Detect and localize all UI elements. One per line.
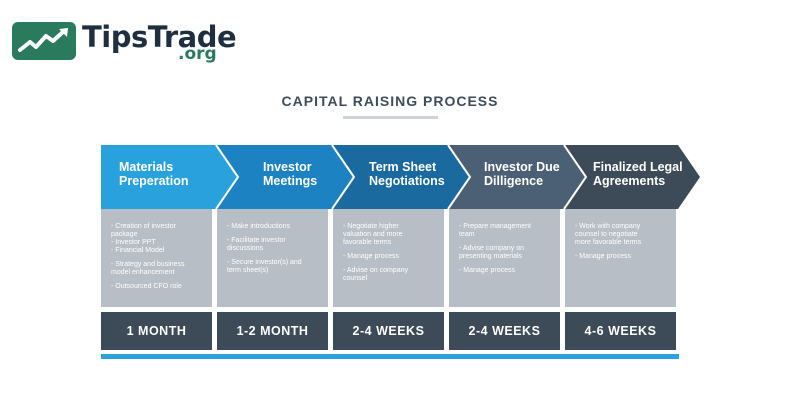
detail-item: - Manage process: [459, 267, 516, 274]
stage-arrow-separator: [331, 144, 356, 210]
stage-arrow-3: [332, 145, 470, 209]
stage-duration: 2-4 WEEKS: [333, 312, 444, 350]
stage-title: Finalized Legal Agreements: [593, 160, 683, 188]
timeline-baseline: [101, 354, 679, 359]
stage-duration: 4-6 WEEKS: [565, 312, 676, 350]
detail-item: - Secure investor(s) and term sheet(s): [227, 259, 302, 274]
detail-item: - Outsourced CFO role: [111, 283, 182, 290]
chart-trend-icon: [12, 22, 76, 60]
logo-name: TipsTrade: [82, 20, 237, 54]
stage-arrow-separator: [563, 144, 588, 210]
stage-details: - Make introductions - Facilitate invest…: [217, 209, 328, 307]
stage-title: Investor Meetings: [263, 160, 318, 188]
title-underline: [343, 116, 438, 119]
stage-details: - Work with company counsel to negotiate…: [565, 209, 676, 307]
stage-details: - Negotiate higher valuation and more fa…: [333, 209, 444, 307]
detail-item: - Strategy and business model enhancemen…: [111, 261, 185, 276]
detail-item: - Work with company counsel to negotiate…: [575, 223, 642, 246]
stage-details: - Prepare management team - Advise compa…: [449, 209, 560, 307]
stage-arrow-separator: [215, 144, 240, 210]
detail-item: - Prepare management team: [459, 223, 531, 238]
page-title: CAPITAL RAISING PROCESS: [281, 93, 499, 109]
stage-duration: 1 MONTH: [101, 312, 212, 350]
detail-item: - Advise on company counsel: [343, 267, 408, 282]
stage-title: Materials Preperation: [119, 160, 189, 188]
detail-item: - Make introductions: [227, 223, 291, 230]
stage-details: - Creation of investor package - Investo…: [101, 209, 212, 307]
stage-arrow-separator: [447, 144, 472, 210]
stage-title: Investor Due Dilligence: [484, 160, 560, 188]
stage-duration: 1-2 MONTH: [217, 312, 328, 350]
stage-arrow-5: [564, 145, 700, 209]
detail-item: - Facilitate investor discussions: [227, 237, 286, 252]
logo-domain: .org: [178, 44, 217, 64]
stage-title: Term Sheet Negotiations: [369, 160, 445, 188]
stage-arrow-4: [448, 145, 586, 209]
detail-item: - Advise company on presenting materials: [459, 245, 524, 260]
detail-item: - Manage process: [343, 253, 400, 260]
detail-item: - Manage process: [575, 253, 632, 260]
detail-item: - Creation of investor package - Investo…: [111, 223, 176, 254]
tipstrade-logo[interactable]: TipsTrade .org: [12, 20, 237, 64]
stage-arrow-2: [216, 145, 354, 209]
detail-item: - Negotiate higher valuation and more fa…: [343, 223, 403, 246]
stage-duration: 2-4 WEEKS: [449, 312, 560, 350]
stage-arrow-1: [101, 145, 238, 209]
